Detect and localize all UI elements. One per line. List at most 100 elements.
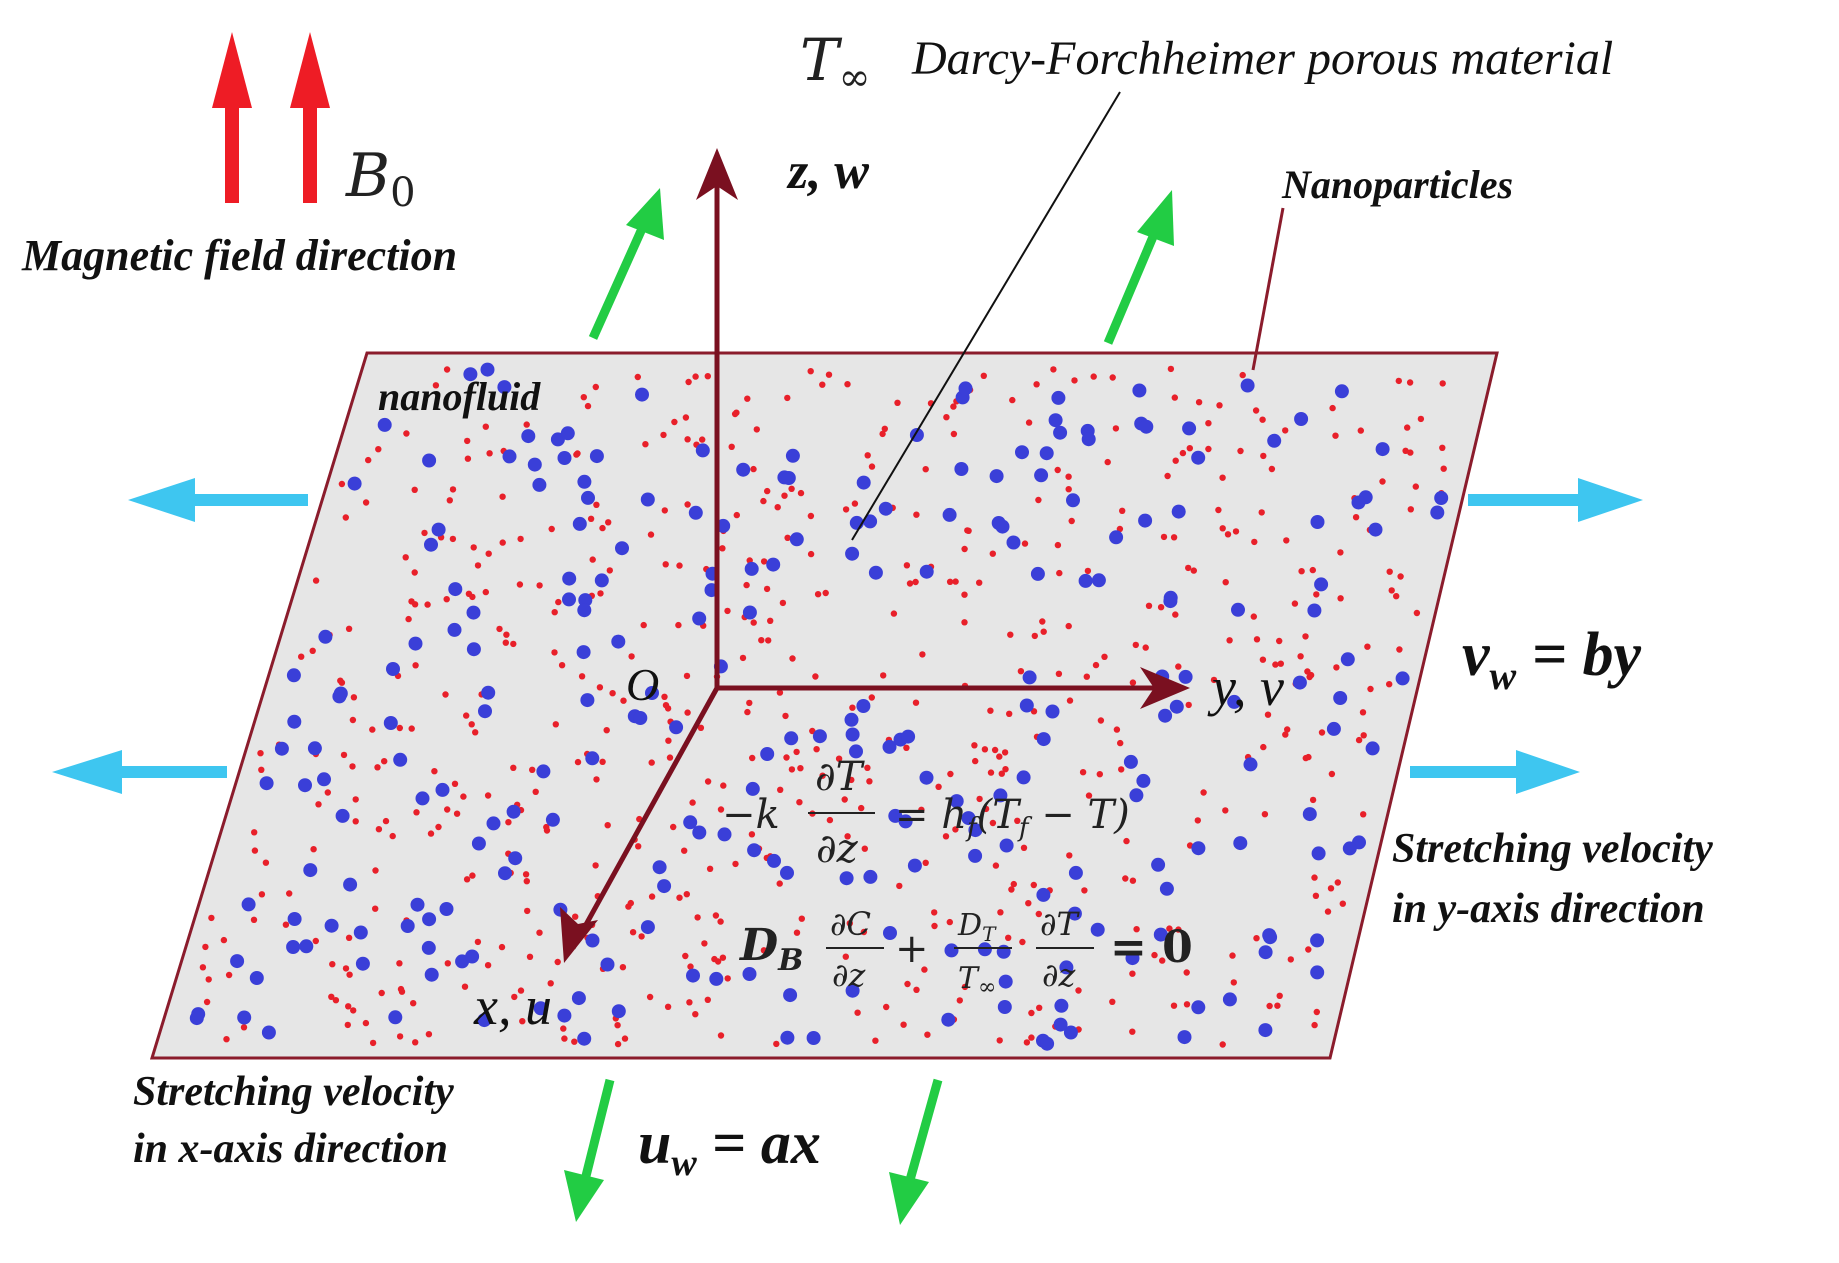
red-nanoparticle	[753, 426, 760, 433]
red-nanoparticle	[1183, 969, 1190, 976]
red-nanoparticle	[502, 639, 509, 646]
red-nanoparticle	[692, 373, 699, 380]
red-nanoparticle	[469, 872, 476, 879]
red-nanoparticle	[522, 871, 530, 878]
red-nanoparticle	[443, 366, 451, 373]
red-nanoparticle	[1252, 407, 1260, 414]
magnetic-arrow-1-shaft	[225, 95, 239, 203]
red-nanoparticle	[523, 421, 530, 428]
red-nanoparticle	[315, 801, 322, 808]
red-nanoparticle	[1306, 673, 1313, 681]
blue-nanoparticle	[1053, 1017, 1068, 1032]
red-nanoparticle	[706, 865, 714, 872]
red-nanoparticle	[894, 399, 901, 406]
blue-nanoparticle	[580, 693, 595, 708]
blue-nanoparticle	[692, 611, 707, 626]
red-nanoparticle	[1313, 1008, 1321, 1016]
blue-nanoparticle	[1177, 1030, 1192, 1045]
red-nanoparticle	[453, 810, 461, 817]
red-nanoparticle	[1159, 957, 1166, 964]
blue-nanoparticle	[993, 788, 1008, 803]
red-nanoparticle	[1170, 534, 1178, 541]
red-nanoparticle	[779, 599, 787, 607]
blue-nanoparticle	[562, 592, 576, 607]
blue-nanoparticle	[1263, 930, 1278, 945]
blue-nanoparticle	[998, 974, 1013, 989]
red-nanoparticle	[596, 684, 604, 691]
red-nanoparticle	[1092, 661, 1100, 669]
red-nanoparticle	[981, 746, 989, 753]
blue-nanoparticle	[1182, 421, 1197, 436]
red-nanoparticle	[431, 768, 438, 775]
blue-nanoparticle	[878, 501, 893, 516]
blue-nanoparticle	[882, 739, 897, 754]
red-nanoparticle	[661, 507, 668, 514]
red-nanoparticle	[1357, 427, 1365, 434]
blue-nanoparticle	[594, 573, 609, 588]
blue-nanoparticle	[466, 605, 481, 620]
blue-nanoparticle	[422, 912, 437, 927]
red-nanoparticle	[310, 846, 317, 853]
b0-symbol: B	[345, 141, 390, 211]
red-nanoparticle	[451, 780, 459, 787]
red-nanoparticle	[510, 640, 517, 648]
blue-nanoparticle	[640, 492, 655, 507]
red-nanoparticle	[524, 907, 531, 915]
red-nanoparticle	[1230, 979, 1238, 986]
red-nanoparticle	[793, 929, 801, 936]
blue-nanoparticle	[1019, 698, 1034, 713]
red-nanoparticle	[536, 582, 543, 589]
red-nanoparticle	[1096, 771, 1104, 778]
bc1-numerator: ∂T	[815, 754, 866, 800]
red-nanoparticle	[396, 960, 403, 967]
red-nanoparticle	[396, 724, 403, 732]
red-nanoparticle	[842, 953, 849, 960]
blue-nanoparticle	[919, 564, 934, 579]
red-nanoparticle	[1021, 540, 1029, 547]
red-nanoparticle	[683, 672, 691, 680]
red-nanoparticle	[516, 581, 524, 588]
blue-nanoparticle	[1169, 699, 1184, 714]
red-nanoparticle	[1313, 591, 1320, 598]
y-axis-label: y, v	[1207, 657, 1284, 717]
red-nanoparticle	[950, 430, 958, 438]
b0-subscript: 0	[390, 170, 415, 216]
red-nanoparticle	[906, 580, 914, 587]
blue-nanoparticle	[1302, 807, 1317, 822]
blue-nanoparticle	[1045, 704, 1060, 719]
red-nanoparticle	[464, 437, 471, 445]
red-nanoparticle	[748, 831, 756, 838]
blue-nanoparticle	[1132, 383, 1147, 398]
red-nanoparticle	[952, 578, 959, 585]
red-nanoparticle	[449, 535, 457, 543]
red-nanoparticle	[998, 770, 1005, 777]
b0-label: B0	[345, 141, 416, 216]
red-nanoparticle	[1054, 541, 1062, 549]
red-nanoparticle	[896, 882, 903, 890]
red-nanoparticle	[980, 372, 987, 379]
red-nanoparticle	[342, 514, 349, 521]
red-nanoparticle	[411, 486, 418, 493]
blue-nanoparticle	[465, 949, 480, 964]
red-nanoparticle	[807, 512, 815, 520]
red-nanoparticle	[580, 394, 587, 401]
red-nanoparticle	[854, 1009, 861, 1016]
red-nanoparticle	[1097, 717, 1105, 724]
blue-nanoparticle	[536, 764, 551, 779]
blue-nanoparticle	[318, 629, 333, 644]
red-nanoparticle	[684, 501, 691, 508]
red-nanoparticle	[258, 766, 265, 773]
red-nanoparticle	[683, 891, 690, 898]
blue-nanoparticle	[572, 516, 587, 531]
blue-nanoparticle	[439, 902, 454, 916]
red-nanoparticle	[532, 788, 539, 795]
blue-nanoparticle	[1034, 468, 1049, 483]
red-nanoparticle	[558, 662, 566, 669]
red-nanoparticle	[812, 673, 819, 680]
blue-nanoparticle	[633, 711, 648, 725]
blue-nanoparticle	[744, 561, 759, 576]
bc1-rhs-h: = h	[895, 792, 967, 838]
stretch-y-line1: Stretching velocity	[1392, 826, 1713, 872]
red-nanoparticle	[1413, 609, 1421, 617]
red-nanoparticle	[1229, 952, 1236, 959]
